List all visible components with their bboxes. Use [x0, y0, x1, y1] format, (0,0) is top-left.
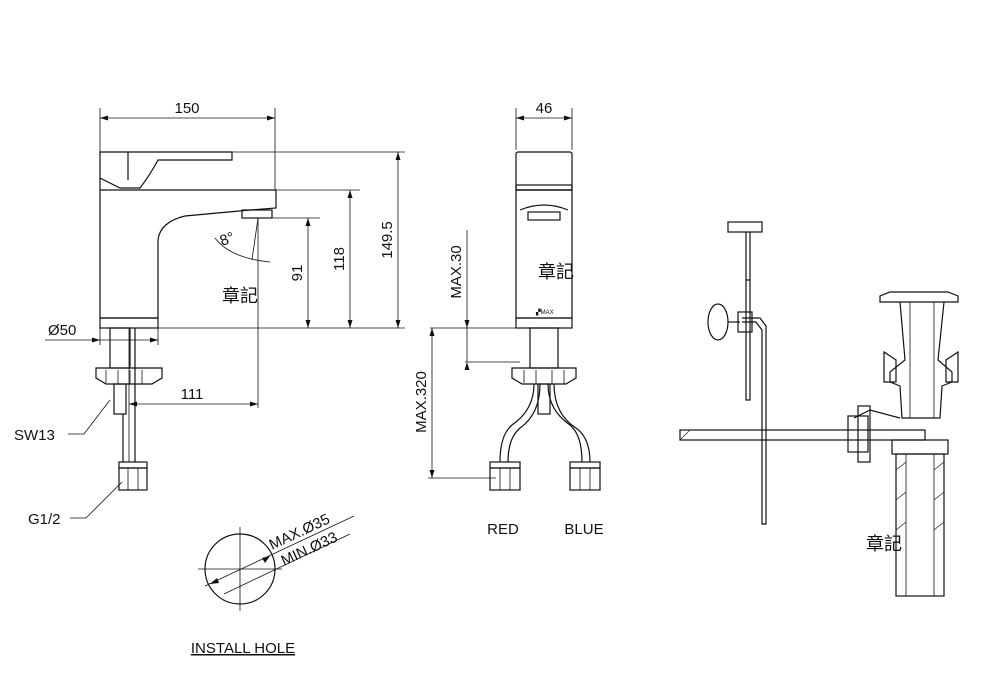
front-view: 46 ▞MAX MAX.30 MAX.320 [413, 100, 604, 538]
stamp-side: 章記 [222, 286, 258, 307]
label-hot-red: RED [487, 521, 519, 538]
stamp-front: 章記 [538, 262, 574, 283]
dim-total-height: 149.5 [379, 221, 396, 259]
label-wrench-size: SW13 [14, 427, 55, 444]
dim-side-width: 150 [174, 100, 199, 117]
dim-spout-angle: 8° [218, 229, 237, 250]
dim-deck-max: MAX.30 [448, 245, 465, 298]
dim-reach: 111 [181, 386, 204, 403]
install-hole-view: MAX.Ø35 MIN.Ø33 INSTALL HOLE [191, 511, 355, 657]
drain-view: 章記 [679, 221, 959, 597]
dim-outlet-height: 91 [289, 265, 306, 282]
dim-base-diameter: Ø50 [48, 322, 76, 339]
dim-hose-max: MAX.320 [413, 371, 430, 433]
dim-spout-height: 118 [331, 247, 348, 271]
label-thread-size: G1/2 [28, 511, 61, 528]
dim-front-width: 46 [536, 100, 553, 117]
side-view: 150 149.5 118 91 8° [14, 100, 405, 528]
svg-text:▞MAX: ▞MAX [535, 307, 554, 316]
stamp-drain: 章記 [866, 534, 902, 555]
label-cold-blue: BLUE [564, 521, 603, 538]
label-install-hole: INSTALL HOLE [191, 640, 295, 657]
